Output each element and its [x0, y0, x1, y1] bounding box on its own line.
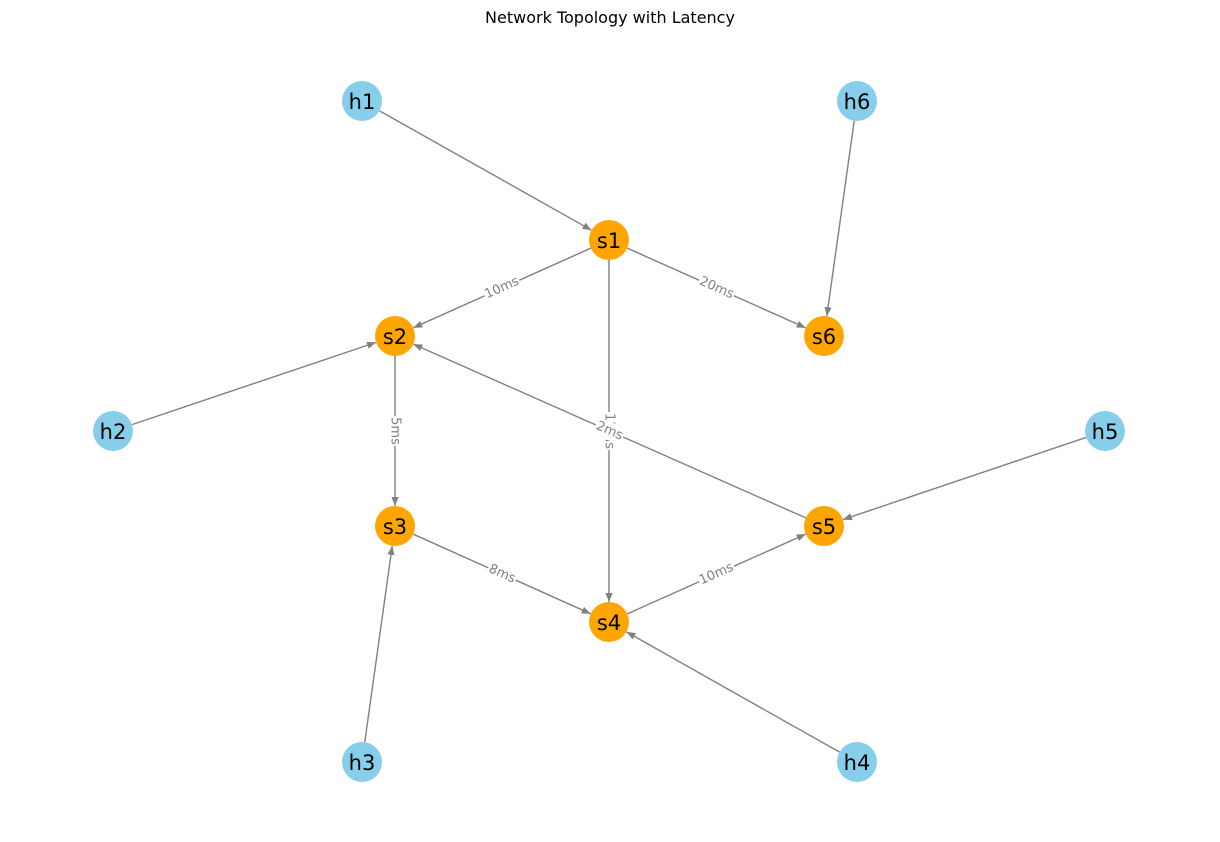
edge-label-s2-s3: 5ms: [388, 417, 403, 445]
edge-label-bg: [480, 272, 524, 304]
host-node-h5: [1085, 411, 1125, 451]
node-label-h1: h1: [349, 90, 376, 114]
edge-label-bg: [484, 559, 520, 589]
edge-label-s1-s6: 20ms: [697, 274, 736, 302]
switch-node-s5: [804, 506, 844, 546]
node-h1: h1: [342, 81, 382, 121]
edge-label-bg: [592, 416, 627, 446]
node-s6: s6: [804, 316, 844, 356]
edge-label-bg: [695, 272, 738, 304]
edge-h3-s3: [364, 545, 395, 743]
node-label-s6: s6: [812, 325, 836, 349]
switch-node-s2: [375, 316, 415, 356]
node-label-h5: h5: [1092, 420, 1119, 444]
switch-node-s4: [589, 602, 629, 642]
node-s1: s1: [589, 220, 629, 260]
node-label-s2: s2: [383, 325, 407, 349]
node-h4: h4: [837, 742, 877, 782]
node-h5: h5: [1085, 411, 1125, 451]
edge-label-s1-s2: 10ms: [483, 274, 522, 303]
node-h3: h3: [342, 742, 382, 782]
edge-labels-layer: 10ms20ms15ms5ms2ms8ms10ms: [386, 272, 738, 590]
edge-label-s4-s5: 10ms: [697, 560, 736, 588]
node-label-h4: h4: [844, 751, 871, 775]
edge-h6-s6: [824, 120, 855, 317]
node-label-s4: s4: [597, 611, 621, 635]
edge-h1-s1: [379, 110, 592, 231]
edge-label-group-s1-s6: 20ms: [695, 272, 738, 304]
switch-node-s3: [375, 506, 415, 546]
host-node-h6: [837, 81, 877, 121]
node-label-h3: h3: [349, 751, 376, 775]
node-h2: h2: [93, 411, 133, 451]
host-node-h2: [93, 411, 133, 451]
edge-label-bg: [695, 558, 738, 590]
edge-label-group-s4-s5: 10ms: [695, 558, 738, 590]
node-s4: s4: [589, 602, 629, 642]
edge-label-group-s2-s3: 5ms: [386, 416, 404, 446]
edge-h5-s5: [842, 436, 1087, 521]
edge-h2-s2: [131, 341, 377, 426]
nodes-layer: s1 s2 s3 s4 s5 s6 h1 h2 h3 h4 h5 h6: [93, 81, 1125, 782]
host-node-h4: [837, 742, 877, 782]
node-h6: h6: [837, 81, 877, 121]
node-label-s5: s5: [812, 515, 836, 539]
edge-label-bg: [386, 416, 404, 446]
host-node-h1: [342, 81, 382, 121]
node-label-h2: h2: [100, 420, 127, 444]
switch-node-s6: [804, 316, 844, 356]
edge-h4-s4: [626, 631, 840, 753]
node-s5: s5: [804, 506, 844, 546]
node-label-s1: s1: [597, 229, 621, 253]
node-s2: s2: [375, 316, 415, 356]
node-label-s3: s3: [383, 515, 407, 539]
node-s3: s3: [375, 506, 415, 546]
edge-label-group-s3-s4: 8ms: [484, 559, 520, 589]
diagram-title: Network Topology with Latency: [485, 8, 735, 27]
node-label-h6: h6: [844, 90, 871, 114]
host-node-h3: [342, 742, 382, 782]
edge-label-group-s1-s2: 10ms: [480, 272, 524, 304]
switch-node-s1: [589, 220, 629, 260]
